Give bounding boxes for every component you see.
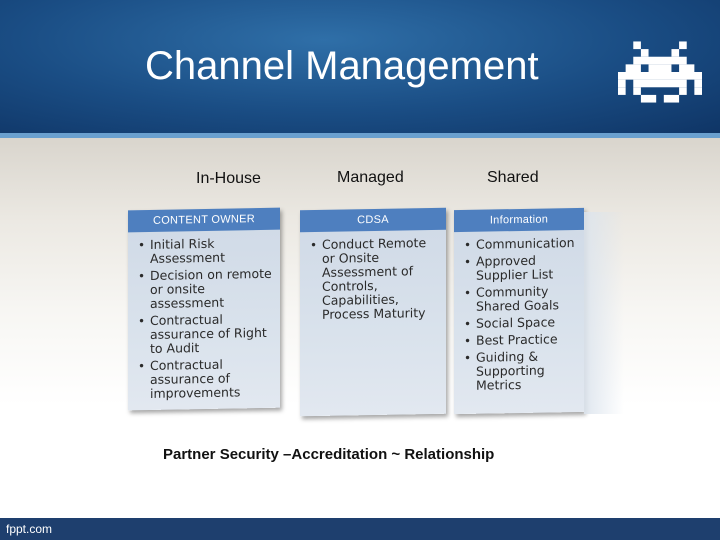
list-item: Approved Supplier List (464, 253, 580, 283)
panel-fade-edge (584, 212, 624, 414)
list-item: Social Space (464, 314, 580, 331)
slide-title: Channel Management (145, 44, 539, 88)
list-item: Community Shared Goals (464, 283, 580, 314)
panel-content-owner: CONTENT OWNER Initial Risk Assessment De… (128, 207, 280, 411)
header-divider (0, 133, 720, 138)
footer-brand: fppt.com (6, 522, 53, 536)
list-item: Communication (464, 235, 580, 252)
slide-caption: Partner Security –Accreditation ~ Relati… (163, 446, 495, 463)
list-item: Guiding & Supporting Metrics (464, 349, 580, 393)
panel-content: Communication Approved Supplier List Com… (454, 230, 584, 393)
panel-header: CONTENT OWNER (128, 207, 280, 233)
panel-information: Information Communication Approved Suppl… (454, 207, 584, 415)
list-item: Conduct Remote or Onsite Assessment of C… (310, 235, 438, 322)
space-invader-icon (618, 41, 702, 103)
panel-header: Information (454, 207, 584, 233)
list-item: Best Practice (464, 331, 580, 348)
slide-header (0, 0, 720, 133)
slide-footer (0, 518, 720, 540)
panel-cdsa: CDSA Conduct Remote or Onsite Assessment… (300, 207, 446, 417)
list-item: Contractual assurance of improvements (138, 357, 272, 401)
list-item: Contractual assurance of Right to Audit (138, 312, 272, 356)
list-item: Initial Risk Assessment (138, 236, 272, 266)
column-label-shared: Shared (487, 169, 539, 186)
column-label-managed: Managed (337, 169, 404, 186)
panel-content: Conduct Remote or Onsite Assessment of C… (300, 230, 446, 323)
panel-content: Initial Risk Assessment Decision on remo… (128, 230, 280, 402)
list-item: Decision on remote or onsite assessment (138, 266, 272, 311)
panel-header: CDSA (300, 207, 446, 233)
column-label-in-house: In-House (196, 170, 261, 187)
